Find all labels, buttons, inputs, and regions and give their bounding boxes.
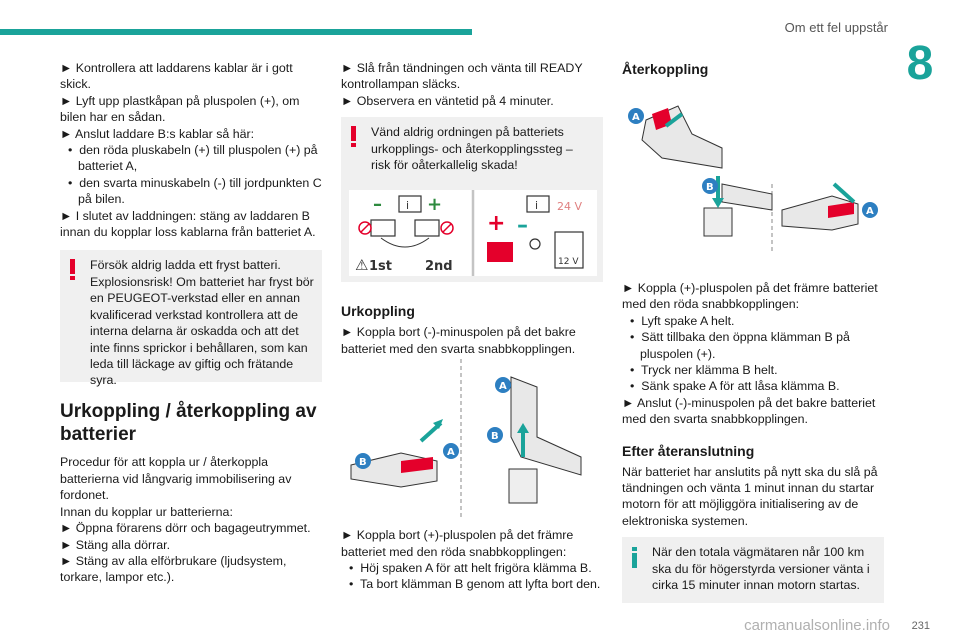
svg-text:–: –: [373, 194, 382, 215]
sub-step-text: den röda pluskabeln (+) till pluspolen (…: [78, 143, 318, 174]
sub-step-text: Höj spaken A för att helt frigöra klämma…: [360, 561, 592, 576]
step-text: ► Koppla (+)-pluspolen på det främre bat…: [622, 281, 878, 312]
sub-step-text: Ta bort klämman B genom att lyfta bort d…: [360, 577, 601, 592]
column-2: ► Slå från tändningen och vänta till REA…: [341, 60, 603, 593]
step-text: ► Koppla bort (-)-minuspolen på det bakr…: [341, 325, 576, 356]
disconnect-figure: B A A B: [341, 357, 603, 526]
warning-box: Vänd aldrig ordningen på batteriets urko…: [341, 117, 603, 183]
info-box: När den totala vägmätaren når 100 km ska…: [622, 537, 884, 603]
sub-step-text: Sänk spake A för att låsa klämma B.: [641, 379, 840, 394]
voltage-12-label: 12 V: [558, 257, 579, 267]
page-header-title: Om ett fel uppstår: [784, 20, 888, 35]
intro-text: Innan du kopplar ur batterierna:: [60, 504, 233, 519]
section-heading: Efter återanslutning: [622, 442, 755, 459]
first-label: 1st: [369, 259, 392, 274]
warning-icon: [351, 126, 357, 148]
step-text: ► Observera en väntetid på 4 minuter.: [341, 93, 554, 108]
step-text: ► Anslut (-)-minuspolen på det bakre bat…: [622, 395, 876, 427]
svg-text:⚠: ⚠: [355, 256, 368, 274]
step-text: ► Slå från tändningen och vänta till REA…: [341, 61, 583, 92]
sub-step: • Lyft spake A helt.: [630, 313, 735, 328]
step-text: ► Anslut laddare B:s kablar så här:: [60, 126, 255, 141]
header-accent-bar: [0, 29, 472, 35]
sub-step-text: Lyft spake A helt.: [641, 313, 735, 328]
step-text: ► Stäng alla dörrar.: [60, 537, 171, 552]
battery-order-diagram: – + i ⚠ 1st 2nd i 24 V + – 12 V: [349, 190, 597, 277]
sub-step: • Sänk spake A för att låsa klämma B.: [630, 379, 840, 394]
label-b: B: [706, 182, 714, 193]
voltage-24-label: 24 V: [557, 200, 582, 213]
page-number: 231: [911, 619, 930, 632]
sub-step-text: den svarta minuskabeln (-) till jordpunk…: [78, 175, 322, 207]
svg-text:–: –: [517, 213, 528, 238]
section-heading: Återkoppling: [622, 61, 709, 77]
svg-text:+: +: [427, 194, 442, 215]
column-1: ► Kontrollera att laddarens kablar är i …: [60, 60, 322, 586]
label-a: A: [632, 112, 640, 123]
chapter-number: 8: [906, 37, 934, 90]
label-a: A: [866, 206, 874, 217]
sub-step: • Ta bort klämman B genom att lyfta bort…: [349, 577, 601, 592]
info-text: När den totala vägmätaren når 100 km ska…: [652, 545, 870, 593]
info-icon: [632, 547, 638, 569]
sub-step: • Höj spaken A för att helt frigöra kläm…: [349, 561, 592, 576]
warning-icon: [70, 259, 76, 281]
warning-text: Vänd aldrig ordningen på batteriets urko…: [371, 125, 573, 173]
sub-step: • Tryck ner klämma B helt.: [630, 363, 778, 378]
sub-step-text: Sätt tillbaka den öppna klämman B på plu…: [640, 330, 850, 361]
step-text: ► Öppna förarens dörr och bagageutrymmet…: [60, 521, 311, 536]
label-a: A: [447, 447, 455, 458]
svg-text:+: +: [487, 211, 505, 236]
step-text: ► Lyft upp plastkåpan på pluspolen (+), …: [60, 93, 300, 125]
step-text: ► Kontrollera att laddarens kablar är i …: [60, 61, 293, 92]
warning-text: Försök aldrig ladda ett fryst batteri. E…: [90, 258, 314, 388]
label-b: B: [491, 431, 499, 442]
section-title: Urkoppling / återkoppling av batterier: [60, 401, 317, 446]
manual-icon: i: [535, 199, 538, 212]
step-text: ► Koppla bort (+)-pluspolen på det främr…: [341, 528, 574, 559]
column-3: Återkoppling A B A ► Koppla (+)-pluspole…: [622, 60, 884, 603]
step-text: ► Stäng av alla elförbrukare (ljudsystem…: [60, 553, 287, 585]
intro-text: Procedur för att koppla ur / återkoppla …: [60, 455, 292, 503]
disconnect-order-figure: – + i ⚠ 1st 2nd i 24 V + – 12 V: [341, 182, 603, 283]
manual-icon: i: [406, 199, 409, 212]
warning-box: Försök aldrig ladda ett fryst batteri. E…: [60, 250, 322, 387]
terminal-diagram: A B A: [628, 105, 878, 254]
sub-step: • den röda pluskabeln (+) till pluspolen…: [68, 143, 318, 174]
sub-step: • den svarta minuskabeln (-) till jordpu…: [68, 175, 322, 207]
terminal-diagram: B A A B: [350, 359, 582, 518]
second-label: 2nd: [425, 259, 453, 274]
sub-step-text: Tryck ner klämma B helt.: [641, 363, 778, 378]
sub-step: • Sätt tillbaka den öppna klämman B på p…: [630, 330, 850, 361]
paragraph: När batteriet har anslutits på nytt ska …: [622, 464, 878, 528]
watermark: carmanualsonline.info: [744, 616, 890, 634]
label-b: B: [359, 457, 367, 468]
reconnect-figure: A B A: [622, 84, 884, 256]
section-heading: Urkoppling: [341, 303, 415, 320]
label-a: A: [499, 381, 507, 392]
step-text: ► I slutet av laddningen: stäng av ladda…: [60, 208, 316, 240]
